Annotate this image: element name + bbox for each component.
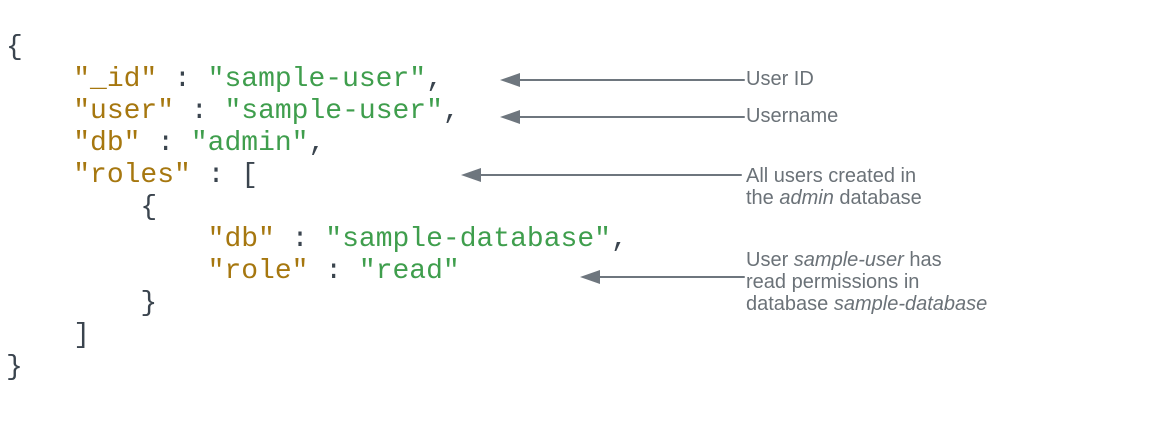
code-line: { [6,32,23,63]
code-line: "db" : "admin", [73,128,326,159]
code-line: "roles" : [ [73,160,259,191]
code-line: } [140,288,158,319]
code-line: { [140,192,158,223]
json-code-block: { "_id" : "sample-user", "user" : "sampl… [6,32,628,384]
arrow-left-icon [500,109,520,124]
code-line: "_id" : "sample-user", [73,64,443,95]
code-line: "user" : "sample-user", [73,96,460,127]
arrow-shaft [517,115,745,119]
code-line: "role" : "read" [207,256,460,287]
code-line: } [6,352,23,383]
annotation-label-username: Username [746,105,839,127]
code-line: "db" : "sample-database", [207,224,628,255]
arrow-shaft [517,78,745,82]
arrow-left-icon [500,72,520,87]
arrow-shaft [478,173,742,177]
code-line: ] [73,320,91,351]
arrow-left-icon [580,269,600,284]
annotation-label-user-id: User ID [746,68,814,90]
arrow-left-icon [461,167,481,182]
arrow-shaft [597,275,745,279]
